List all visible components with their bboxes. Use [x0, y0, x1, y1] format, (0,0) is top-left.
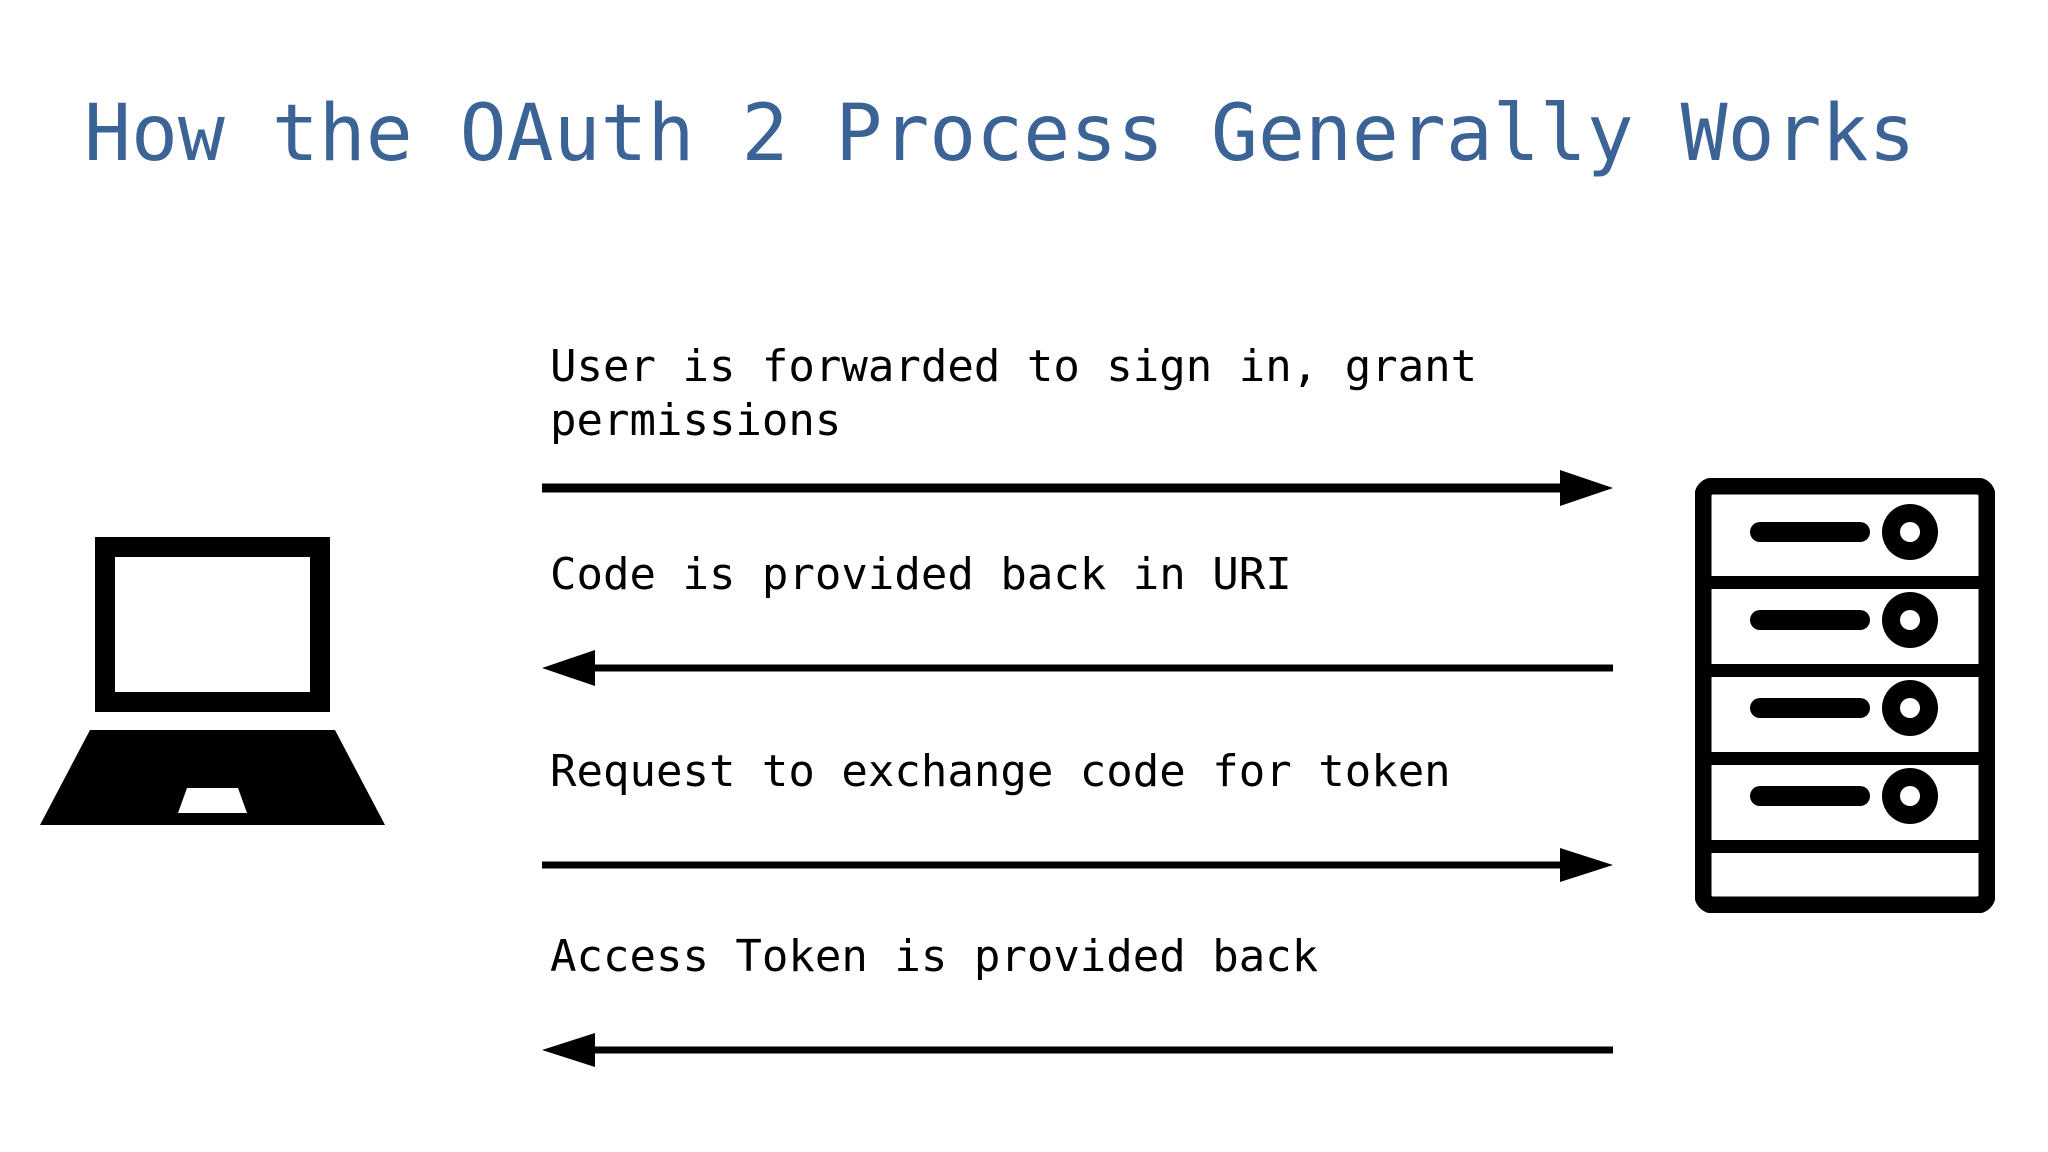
arrow-left: [540, 648, 1615, 688]
server-rack-icon: [1694, 477, 1996, 914]
message-label: Access Token is provided back: [550, 931, 1319, 982]
arrow-left: [540, 1030, 1615, 1070]
laptop-icon: [40, 525, 385, 870]
arrow-right: [540, 845, 1615, 885]
message-label: Request to exchange code for token: [550, 746, 1451, 797]
message-label: User is forwarded to sign in, grant perm…: [550, 341, 1478, 446]
message-label: Code is provided back in URI: [550, 549, 1292, 600]
arrow-right: [540, 468, 1615, 508]
page-title: How the OAuth 2 Process Generally Works: [84, 89, 1916, 179]
